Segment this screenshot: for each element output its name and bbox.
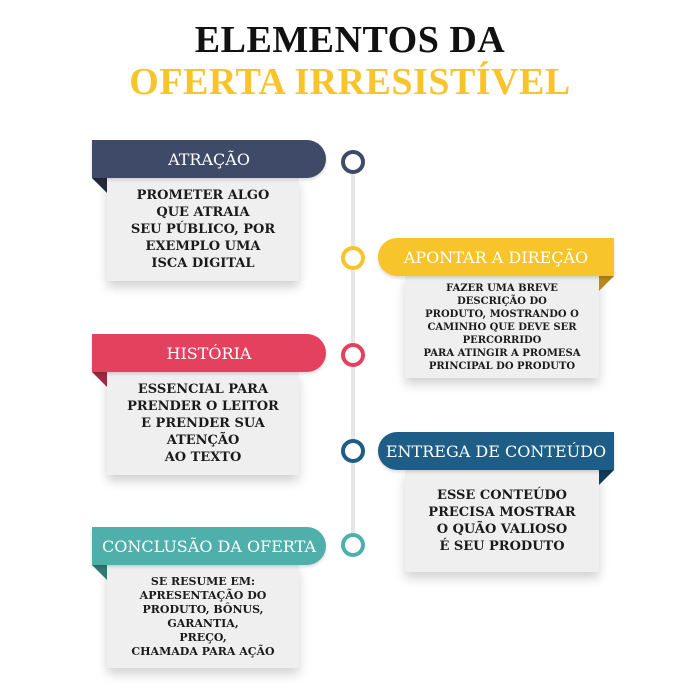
step-apontar-banner: APONTAR A DIREÇÃO [378,238,614,276]
step-atracao-label: ATRAÇÃO [168,149,250,169]
step-entrega-box: ESSE CONTEÚDO PRECISA MOSTRAR O QUÃO VAL… [405,470,599,572]
step-conclusao-label: CONCLUSÃO DA OFERTA [101,536,317,556]
step-apontar-text: FAZER UMA BREVE DESCRIÇÃO DO PRODUTO, MO… [423,282,581,372]
step-historia-banner: HISTÓRIA [92,334,326,372]
step-historia-box: ESSENCIAL PARA PRENDER O LEITOR E PRENDE… [107,372,299,475]
step-atracao-text: PROMETER ALGO QUE ATRAIA SEU PÚBLICO, PO… [130,188,276,271]
step-entrega-banner: ENTREGA DE CONTEÚDO [378,432,614,470]
step-apontar-box: FAZER UMA BREVE DESCRIÇÃO DO PRODUTO, MO… [405,276,599,378]
step-conclusao-fold [92,565,107,580]
step-conclusao-text: SE RESUME EM: APRESENTAÇÃO DO PRODUTO, B… [131,574,275,658]
step-historia-label: HISTÓRIA [166,343,252,363]
step-historia-text: ESSENCIAL PARA PRENDER O LEITOR E PRENDE… [127,382,279,465]
step-apontar-fold [599,276,614,291]
step-atracao-fold [92,178,107,193]
step-conclusao-box: SE RESUME EM: APRESENTAÇÃO DO PRODUTO, B… [107,565,299,668]
timeline-dot-historia [341,343,365,367]
step-atracao-box: PROMETER ALGO QUE ATRAIA SEU PÚBLICO, PO… [107,178,299,281]
step-entrega-label: ENTREGA DE CONTEÚDO [385,441,607,461]
step-apontar-label: APONTAR A DIREÇÃO [403,247,589,267]
timeline-dot-entrega [341,439,365,463]
title-line-2: OFERTA IRRESISTÍVEL [129,61,571,103]
timeline-dot-atracao [341,150,365,174]
step-entrega-fold [599,470,614,485]
title-line-1: ELEMENTOS DA [194,19,506,61]
timeline-dot-apontar [341,246,365,270]
timeline-dot-conclusao [341,533,365,557]
step-entrega-text: ESSE CONTEÚDO PRECISA MOSTRAR O QUÃO VAL… [428,488,576,554]
step-conclusao-banner: CONCLUSÃO DA OFERTA [92,527,326,565]
step-historia-fold [92,372,107,387]
step-atracao-banner: ATRAÇÃO [92,140,326,178]
